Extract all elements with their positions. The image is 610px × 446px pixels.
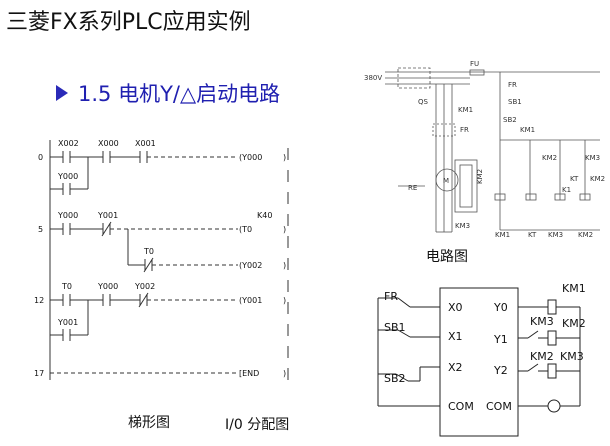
io-caption: I/0 分配图 [225, 417, 290, 433]
fuse-fu [469, 69, 485, 76]
coil-close-0: ) [283, 153, 286, 162]
circuit-caption: 电路图 [426, 249, 468, 265]
label-fr-ctrl: FR [508, 81, 517, 89]
motor [435, 168, 459, 192]
terminal-y0: Y0 [493, 301, 508, 314]
contact-t0-r12: T0 [61, 282, 72, 291]
label-km1-ctrl: KM1 [520, 126, 535, 134]
contact-y000-r5: Y000 [57, 211, 78, 220]
contact-x002: X002 [58, 139, 79, 148]
contact-y001-hold: Y001 [57, 318, 78, 327]
rung-5 [50, 221, 238, 273]
coil-close-5b: ) [283, 261, 286, 270]
terminal-x1: X1 [448, 330, 463, 343]
label-qs: QS [418, 98, 429, 106]
bottom-label-km3: KM3 [548, 231, 563, 239]
coil-km2-box [547, 330, 557, 346]
rung-number-12: 12 [34, 296, 44, 305]
label-km2-ctrl: KM2 [542, 154, 557, 162]
device-sb2: SB2 [384, 372, 406, 385]
coil-km1-box [547, 299, 557, 315]
label-sb1: SB1 [508, 98, 522, 106]
coil-y000: (Y000 [239, 153, 262, 162]
label-km2-main: KM2 [476, 169, 484, 184]
coil-close-17: ) [283, 369, 286, 378]
device-sb1: SB1 [384, 321, 406, 334]
label-sb2: SB2 [503, 116, 517, 124]
terminal-x2: X2 [448, 361, 463, 374]
rung-number-0: 0 [38, 153, 43, 162]
rung-12 [50, 292, 238, 341]
coil-km2: KM2 [562, 317, 586, 330]
contact-x000: X000 [98, 139, 119, 148]
device-fr: FR [384, 290, 398, 303]
end-instruction: [END [239, 369, 259, 378]
interlock-km2: KM2 [530, 350, 554, 363]
contact-y000-hold: Y000 [57, 172, 78, 181]
coil-y002: (Y002 [239, 261, 262, 270]
timer-setting: K40 [257, 211, 272, 220]
contact-y000-r12: Y000 [97, 282, 118, 291]
label-kt-ctrl: KT [570, 175, 579, 183]
label-motor: M [443, 177, 449, 185]
label-km2-right: KM2 [590, 175, 605, 183]
power-source-icon [547, 399, 561, 413]
bottom-label-kt: KT [528, 231, 537, 239]
contact-x001: X001 [135, 139, 156, 148]
label-380v: 380V [364, 74, 382, 82]
bottom-label-km2: KM2 [578, 231, 593, 239]
label-km3-main: KM3 [455, 222, 470, 230]
interlock-km3: KM3 [530, 315, 554, 328]
terminal-com-in: COM [448, 400, 474, 413]
label-km1-main: KM1 [458, 106, 473, 114]
contact-y002-nc: Y002 [134, 282, 155, 291]
terminal-com-out: COM [486, 400, 512, 413]
qs-switch [397, 67, 431, 89]
plc-box [439, 287, 519, 437]
label-re: RE [408, 184, 417, 192]
label-km3-ctrl: KM3 [585, 154, 600, 162]
bottom-label-km1: KM1 [495, 231, 510, 239]
label-fu: FU [470, 60, 479, 68]
bullet-arrow-icon [56, 85, 68, 101]
terminal-x0: X0 [448, 301, 463, 314]
rung-0 [50, 151, 238, 195]
label-fr-main: FR [460, 126, 469, 134]
terminal-y1: Y1 [493, 333, 508, 346]
slide-title: 三菱FX系列PLC应用实例 [6, 10, 251, 35]
coil-km1: KM1 [562, 282, 586, 295]
contact-y001-nc: Y001 [97, 211, 118, 220]
ladder-caption: 梯形图 [128, 415, 170, 431]
rung-number-5: 5 [38, 225, 43, 234]
coil-close-12: ) [283, 296, 286, 305]
slide-subtitle: 1.5 电机Y/△启动电路 [78, 82, 281, 106]
coil-close-5: ) [283, 225, 286, 234]
coil-km3-box [547, 363, 557, 379]
terminal-y2: Y2 [493, 364, 508, 377]
label-k1: K1 [562, 186, 571, 194]
contact-t0-nc: T0 [143, 247, 154, 256]
coil-km3: KM3 [560, 350, 584, 363]
rung-number-17: 17 [34, 369, 44, 378]
subtitle-row: 1.5 电机Y/△启动电路 [56, 78, 280, 108]
coil-y001: (Y001 [239, 296, 262, 305]
coil-t0: (T0 [239, 225, 252, 234]
